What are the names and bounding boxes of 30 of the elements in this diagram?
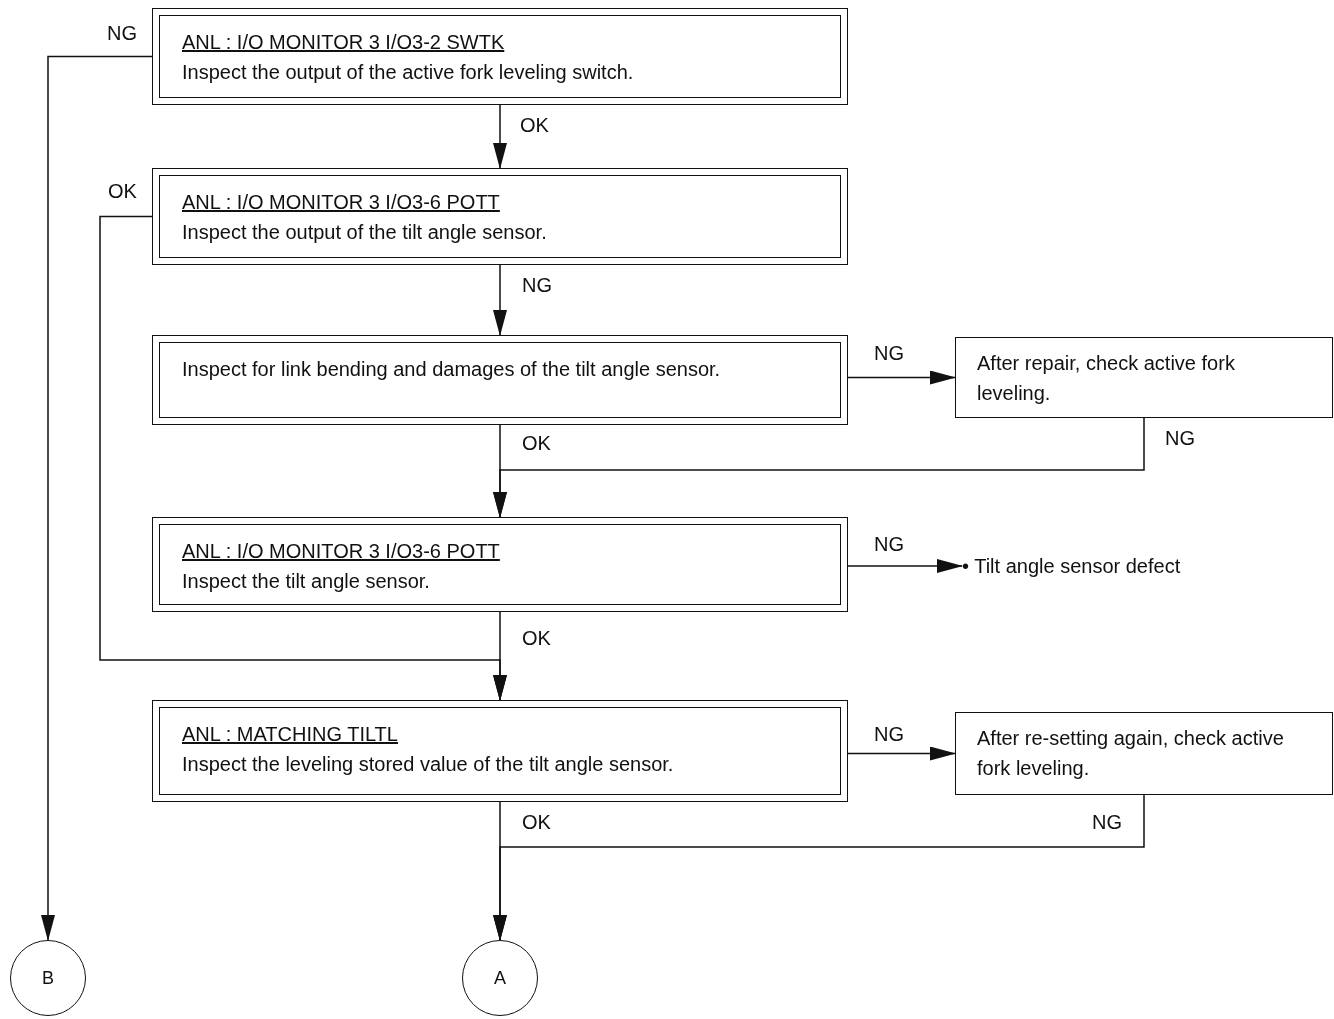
step-text: After repair, check active fork leveling. [977, 351, 1236, 406]
step-text: Inspect for link bending and damages of the tilt angle sensor. [182, 357, 722, 382]
process-box [152, 168, 848, 265]
arrow [493, 417, 1145, 518]
step-heading: ANL : I/O MONITOR 3 I/O3-6 POTT [182, 190, 501, 215]
process-box [152, 517, 848, 612]
step-text: Inspect the output of the active fork leveling switch. [182, 60, 635, 85]
step-text: • Tilt angle sensor defect [962, 554, 1181, 579]
arrow [41, 55, 153, 941]
arrow [493, 264, 507, 336]
step-text: After re-setting again, check active fork leveling. [977, 726, 1285, 781]
action-box [955, 337, 1333, 418]
step-heading: ANL : I/O MONITOR 3 I/O3-2 SWTK [182, 30, 506, 55]
step-text: Inspect the output of the tilt angle sensor. [182, 220, 548, 245]
step-text: Inspect the leveling stored value of the tilt angle sensor. [182, 752, 675, 777]
step-text: B [42, 966, 54, 990]
arrow [493, 104, 507, 169]
arrow [493, 611, 507, 701]
process-box [152, 700, 848, 802]
step-text: A [494, 966, 506, 990]
step-heading: ANL : I/O MONITOR 3 I/O3-6 POTT [182, 539, 501, 564]
step-heading: ANL : MATCHING TILTL [182, 722, 399, 747]
arrow [493, 794, 1145, 941]
action-box [955, 712, 1333, 795]
arrow [847, 746, 956, 761]
process-box [152, 8, 848, 105]
step-text: Inspect the tilt angle sensor. [182, 569, 431, 594]
arrow [847, 559, 963, 573]
arrow [847, 370, 956, 385]
process-box [152, 335, 848, 425]
